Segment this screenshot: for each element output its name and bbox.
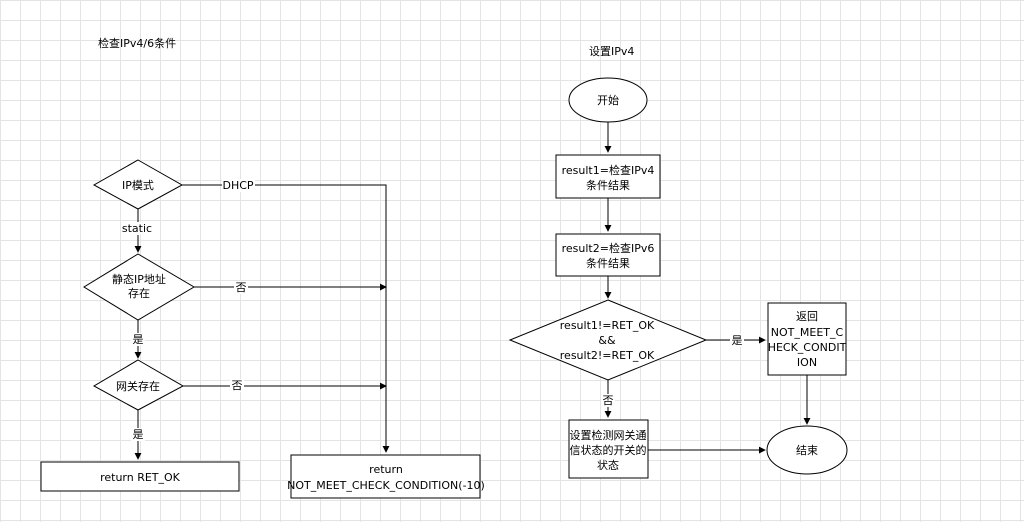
return-ok-box[interactable] bbox=[40, 461, 240, 492]
left-flowchart-title: 检查IPv4/6条件 bbox=[98, 36, 176, 50]
gateway-label: 网关存在 bbox=[116, 379, 160, 393]
gateway-no-label: 否 bbox=[232, 379, 243, 392]
cond-yes-label-bg bbox=[730, 334, 744, 347]
result1-label-line2: 条件结果 bbox=[586, 178, 630, 192]
static-label-bg bbox=[121, 222, 154, 235]
condition-label-line3: result2!=RET_OK bbox=[560, 349, 655, 362]
static-ip-label-line2: 存在 bbox=[128, 286, 150, 300]
result1-label-line1: result1=检查IPv4 bbox=[562, 163, 655, 177]
condition-yes-label: 是 bbox=[732, 334, 743, 347]
cond-no-label-bg bbox=[601, 394, 615, 407]
return-not-meet-label-line2: NOT_MEET_C bbox=[771, 326, 844, 339]
end-node[interactable] bbox=[766, 425, 848, 475]
yes2-label-bg bbox=[131, 428, 145, 441]
condition-label-line2: && bbox=[598, 334, 616, 347]
yes1-label-bg bbox=[131, 333, 145, 346]
start-label: 开始 bbox=[597, 93, 619, 107]
result1-box[interactable] bbox=[555, 154, 661, 199]
return-fail-label-line1: return bbox=[369, 463, 403, 476]
no2-label-bg bbox=[230, 379, 244, 392]
condition-label-line1: result1!=RET_OK bbox=[560, 319, 655, 332]
static-ip-yes-label: 是 bbox=[133, 333, 144, 346]
left-edges bbox=[134, 184, 390, 460]
no1-label-bg bbox=[234, 281, 248, 294]
return-not-meet-label-line3: HECK_CONDIT bbox=[768, 341, 847, 354]
result2-box[interactable] bbox=[555, 233, 661, 277]
gateway-yes-label: 是 bbox=[133, 428, 144, 441]
edge-dhcp-to-return-fail bbox=[182, 184, 390, 453]
static-label: static bbox=[122, 222, 152, 235]
set-gateway-label-line3: 状态 bbox=[597, 458, 619, 472]
set-gateway-box[interactable] bbox=[568, 419, 649, 479]
ip-mode-decision[interactable] bbox=[92, 159, 184, 210]
ip-mode-label: IP模式 bbox=[122, 179, 154, 192]
result2-label-line2: 条件结果 bbox=[586, 256, 630, 270]
return-ok-label: return RET_OK bbox=[100, 471, 181, 484]
return-fail-box[interactable] bbox=[290, 454, 481, 499]
right-flowchart-title: 设置IPv4 bbox=[589, 45, 634, 58]
condition-no-label: 否 bbox=[603, 394, 614, 407]
return-not-meet-box[interactable] bbox=[767, 302, 847, 376]
static-ip-decision[interactable] bbox=[83, 253, 195, 321]
return-not-meet-label-line1: 返回 bbox=[796, 310, 818, 323]
static-ip-no-label: 否 bbox=[236, 281, 247, 294]
set-gateway-label-line1: 设置检测网关通 bbox=[570, 428, 647, 442]
set-gateway-label-line2: 信状态的开关的 bbox=[570, 443, 647, 457]
condition-decision[interactable] bbox=[508, 299, 708, 381]
result2-label-line1: result2=检查IPv6 bbox=[562, 241, 655, 255]
static-ip-label-line1: 静态IP地址 bbox=[112, 272, 166, 286]
start-node[interactable] bbox=[568, 77, 648, 123]
dhcp-label: DHCP bbox=[222, 179, 253, 192]
dhcp-label-bg bbox=[222, 179, 255, 192]
end-label: 结束 bbox=[796, 444, 818, 457]
gateway-decision[interactable] bbox=[92, 359, 185, 411]
return-fail-label-line2: NOT_MEET_CHECK_CONDITION(-10) bbox=[287, 479, 485, 492]
return-not-meet-label-line4: ION bbox=[797, 356, 817, 369]
